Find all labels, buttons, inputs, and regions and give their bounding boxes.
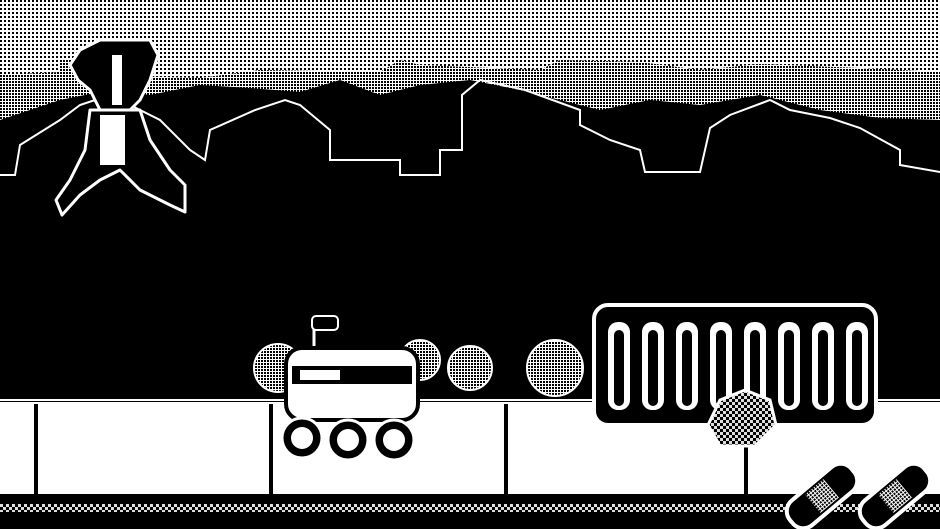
road-edge bbox=[0, 494, 940, 504]
fence-posts bbox=[34, 404, 748, 496]
bandage-pickup bbox=[784, 461, 933, 529]
player-runner bbox=[54, 38, 187, 217]
delivery-robot bbox=[280, 315, 420, 462]
tumbleweed-bush bbox=[706, 388, 778, 448]
bike-rack bbox=[592, 303, 878, 427]
road-checker bbox=[0, 504, 940, 512]
